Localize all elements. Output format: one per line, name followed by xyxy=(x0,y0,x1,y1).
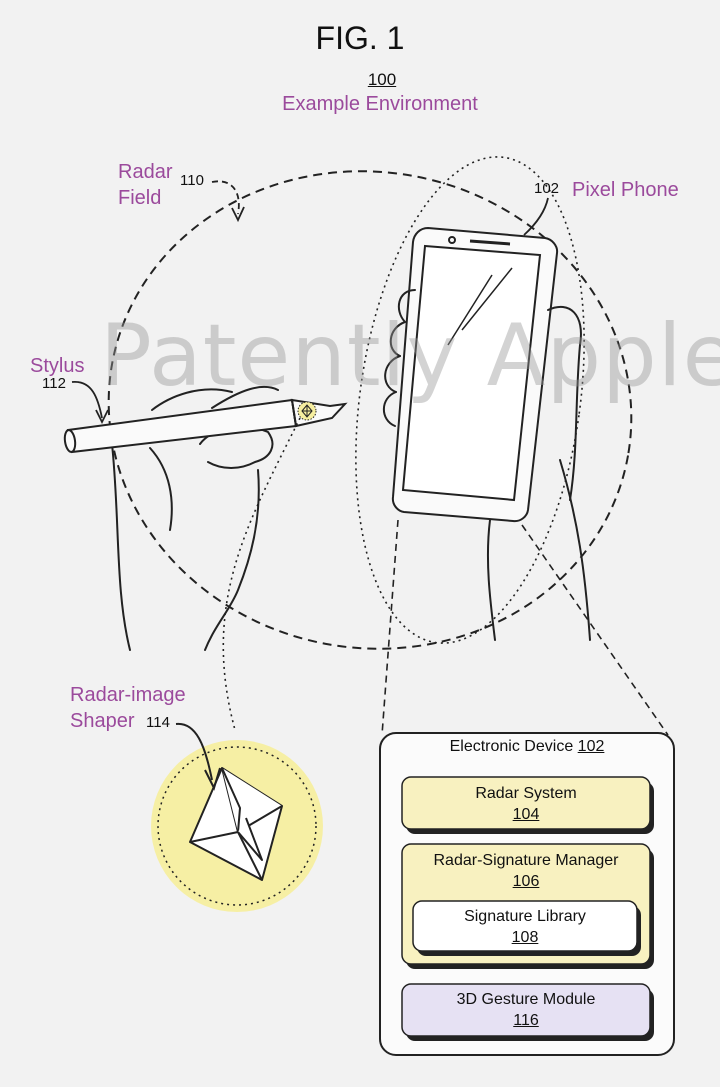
figure-title: FIG. 1 xyxy=(315,20,405,56)
radar-field-arrowhead xyxy=(231,206,245,223)
shaper-label-line2: Shaper xyxy=(70,710,135,732)
watermark: Patently Apple xyxy=(100,306,720,406)
zoom-line-left xyxy=(381,519,399,736)
radar-system-box xyxy=(401,776,651,830)
shaper-connector xyxy=(222,417,301,731)
right-hand-illustration xyxy=(382,289,591,641)
shaper-arrowhead xyxy=(204,767,221,791)
radar-field-boundary xyxy=(107,170,633,650)
shaper-label-line1: Radar-image xyxy=(70,684,186,706)
stylus-label: Stylus xyxy=(30,355,85,377)
stylus-leader xyxy=(71,381,103,419)
radar-field-label-line1: Radar xyxy=(118,161,173,183)
shaper-marker-glyph xyxy=(301,404,313,418)
octahedron-shape xyxy=(189,767,283,881)
device-box-title-text: Electronic Device xyxy=(449,738,574,755)
pixel-phone-leader xyxy=(523,197,549,236)
stylus-number: 112 xyxy=(42,375,66,392)
signature-library-number: 108 xyxy=(511,929,539,946)
radar-field-leader xyxy=(211,180,240,215)
gesture-module-number: 116 xyxy=(513,1012,539,1029)
shaper-leader xyxy=(175,722,213,781)
phone-illustration xyxy=(391,226,559,523)
figure-subtitle: Example Environment xyxy=(282,93,478,115)
signature-manager-label: Radar-Signature Manager xyxy=(433,852,619,869)
radar-field-number: 110 xyxy=(180,172,204,189)
device-box-title-number: 102 xyxy=(577,738,605,755)
signature-library-label: Signature Library xyxy=(464,908,586,925)
gesture-module-label: 3D Gesture Module xyxy=(456,991,596,1008)
radar-field-label-line2: Field xyxy=(118,187,162,209)
phone-zone-boundary xyxy=(355,156,585,644)
gesture-module-box xyxy=(401,983,651,1037)
figure-ref-number: 100 xyxy=(367,70,397,89)
device-box-title: Electronic Device 102 xyxy=(380,738,674,756)
pixel-phone-label: Pixel Phone xyxy=(572,179,679,201)
stylus-arrowhead xyxy=(95,409,109,425)
radar-system-label: Radar System xyxy=(475,785,577,802)
shaper-inner-ring xyxy=(157,746,317,906)
signature-library-box xyxy=(412,900,638,952)
pixel-phone-number: 102 xyxy=(534,180,560,197)
radar-system-number: 104 xyxy=(512,806,540,823)
signature-manager-number: 106 xyxy=(512,873,540,890)
zoom-line-right xyxy=(521,524,669,736)
shaper-number: 114 xyxy=(146,714,170,731)
left-hand-illustration xyxy=(111,385,279,651)
